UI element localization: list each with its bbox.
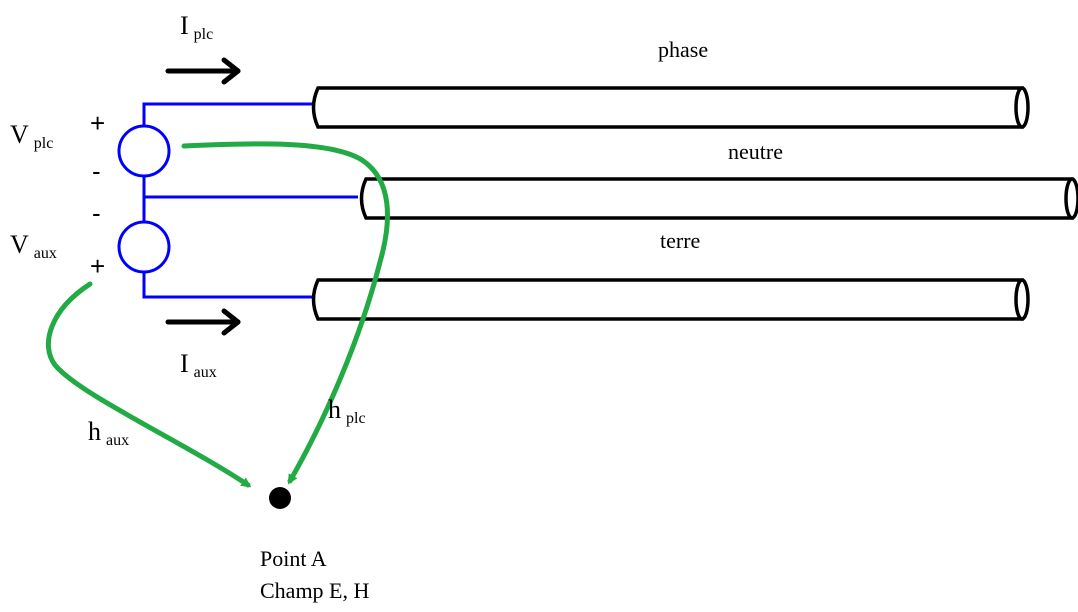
circuit-wiring (142, 102, 358, 299)
field-path-aux (45, 281, 252, 488)
cable-label-neutre: neutre (728, 139, 783, 164)
current-arrow-plc (165, 57, 241, 85)
cable-label-phase: phase (658, 37, 708, 62)
voltage-source-plc (117, 124, 171, 178)
cable-terre (311, 278, 1030, 321)
polarity-aux-plus: + (90, 251, 105, 281)
field-path-plc (181, 141, 390, 485)
point-a-label: Point A (260, 546, 327, 571)
voltage-source-aux (117, 220, 171, 274)
polarity-plc-plus: + (90, 108, 105, 138)
cable-label-terre: terre (660, 228, 700, 253)
polarity-plc-minus: - (92, 156, 101, 186)
polarity-aux-minus: - (92, 198, 101, 228)
cable-phase (311, 86, 1030, 129)
point-a-dot (269, 487, 291, 509)
cable-neutre (359, 177, 1078, 220)
point-a-field-label: Champ E, H (260, 578, 369, 603)
current-arrow-aux (165, 308, 241, 336)
